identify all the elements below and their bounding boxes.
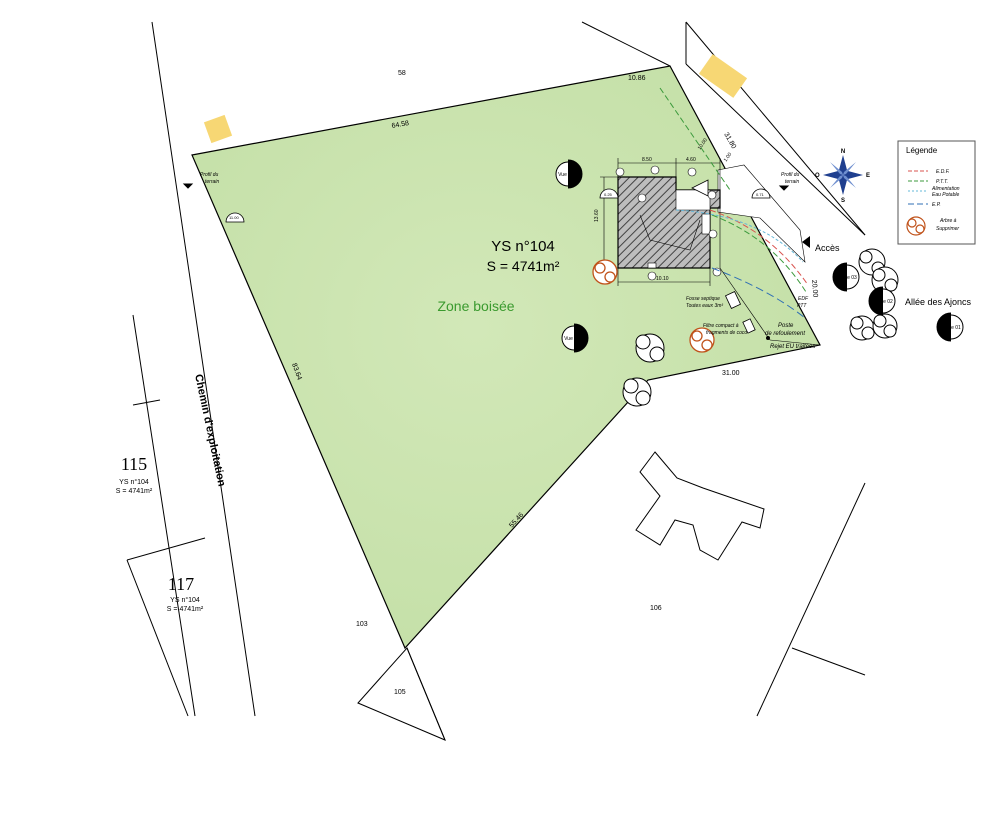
view-05-label: Vue 05 <box>558 172 574 178</box>
view-04-label: Vue 04 <box>564 336 580 342</box>
tree-icon <box>871 266 899 294</box>
tree-icon <box>622 377 652 407</box>
view-marker-04 <box>561 323 589 353</box>
profile-left-line2: terrain <box>205 179 219 185</box>
view-marker-02 <box>868 286 896 316</box>
poste-line1: Poste <box>778 323 794 329</box>
house-dim-east-b: 1.00 <box>723 152 734 164</box>
road-allee: Allée des Ajoncs <box>905 297 972 307</box>
lot-117-number: 117 <box>168 574 194 594</box>
tree-remove-icon <box>689 327 715 353</box>
road-chemin: Chemin d'exploitation <box>192 373 228 488</box>
profile-left-line1: Profil du <box>200 172 219 178</box>
dim-east-upper: 31.80 <box>722 132 737 151</box>
house-dim-left: 13.60 <box>594 209 600 222</box>
road-edge <box>685 63 866 236</box>
parcel-id: YS n°104 <box>491 238 555 255</box>
view-01-label: Vue 01 <box>945 325 961 331</box>
trees-to-remove <box>592 259 715 353</box>
legend-panel <box>897 140 976 245</box>
lot-115-number: 115 <box>121 454 147 474</box>
compass-n: N <box>841 149 845 155</box>
fosse-line1: Fosse septique <box>686 296 720 302</box>
legend-item-ep: E.P. <box>932 202 941 208</box>
neighbor-tile <box>203 114 233 144</box>
legend-title: Légende <box>906 146 938 155</box>
access-arrow-icon <box>802 236 810 248</box>
road-acces: Accès <box>815 243 840 253</box>
neighbor-58: 58 <box>398 70 406 77</box>
compass-icon <box>823 155 863 195</box>
compass-o: O <box>815 173 820 179</box>
view-marker-01 <box>936 312 964 342</box>
legend-item-ptt: P.T.T. <box>936 179 948 185</box>
filtre-line1: Filtre compact à <box>703 323 739 329</box>
ptt-label: PTT <box>797 303 807 309</box>
edf-label: EDF <box>798 296 809 302</box>
legend-item-arbre: Arbre à <box>939 218 957 224</box>
filtre-line2: fragments de coco <box>706 330 747 336</box>
fosse-septique-symbol <box>724 291 742 309</box>
level-2: 0.25 <box>604 192 613 197</box>
legend-item-alim: Alimentation <box>931 186 960 192</box>
house-dim-top-a: 8.50 <box>642 157 652 163</box>
legend-tree-remove-icon <box>906 216 926 236</box>
dim-north-east-top: 10.86 <box>628 75 646 82</box>
dim-east-lower: 20.00 <box>810 280 819 298</box>
level-3: 0.71 <box>756 192 765 197</box>
lot-117-id: YS n°104 <box>170 596 200 604</box>
profile-right-line2: terrain <box>785 179 799 185</box>
view-03-label: Vue 03 <box>841 275 857 281</box>
dim-south-east: 31.00 <box>722 370 740 377</box>
neighbor-house-outline <box>635 451 765 561</box>
rejet-label: Rejet EU traitées <box>770 344 815 350</box>
house-dim-top-b: 4.60 <box>686 157 696 163</box>
house-dim-bottom: 10.10 <box>656 276 669 282</box>
tree-icon <box>635 333 665 363</box>
parcel-area: S = 4741m² <box>487 258 560 274</box>
legend-item-eau: Eau Potable <box>932 192 959 198</box>
compass-s: S <box>841 198 845 204</box>
lot-117-area: S = 4741m² <box>167 606 204 613</box>
poste-line2: de refoulement <box>765 331 805 337</box>
neighbor-106: 106 <box>650 605 662 612</box>
profile-right-line1: Profil du <box>781 172 800 178</box>
view-marker-05 <box>555 159 583 189</box>
neighbor-tile <box>698 54 748 98</box>
neighbor-105: 105 <box>394 689 406 696</box>
tree-icon <box>849 315 875 341</box>
view-markers <box>555 159 964 353</box>
neighbor-103: 103 <box>356 621 368 628</box>
filtre-compact-symbol <box>742 318 756 334</box>
building-footprint <box>617 176 721 269</box>
profile-markers <box>182 183 790 223</box>
lot-115-area: S = 4741m² <box>116 488 153 495</box>
house-dimension-lines <box>600 158 721 286</box>
driveway-area <box>717 164 806 263</box>
fosse-line2: Toutes eaux 3m³ <box>686 303 723 309</box>
survey-points <box>615 165 722 281</box>
zone-label: Zone boisée <box>437 298 514 314</box>
lot-115-id: YS n°104 <box>119 478 149 486</box>
tree-icon <box>872 313 898 339</box>
dim-north: 64.58 <box>391 120 410 130</box>
view-marker-03 <box>832 262 860 292</box>
parcel-ys104[interactable] <box>191 65 821 650</box>
tree-remove-icon <box>592 259 618 285</box>
level-1: 11.00 <box>229 215 239 220</box>
compass-e: E <box>866 173 870 179</box>
poste-refoulement-symbol <box>766 336 770 340</box>
utility-lines <box>659 87 821 346</box>
legend-item-supprimer: Supprimer <box>936 226 959 232</box>
legend-item-edf: E.D.F. <box>936 169 950 175</box>
view-02-label: Vue 02 <box>877 299 893 305</box>
